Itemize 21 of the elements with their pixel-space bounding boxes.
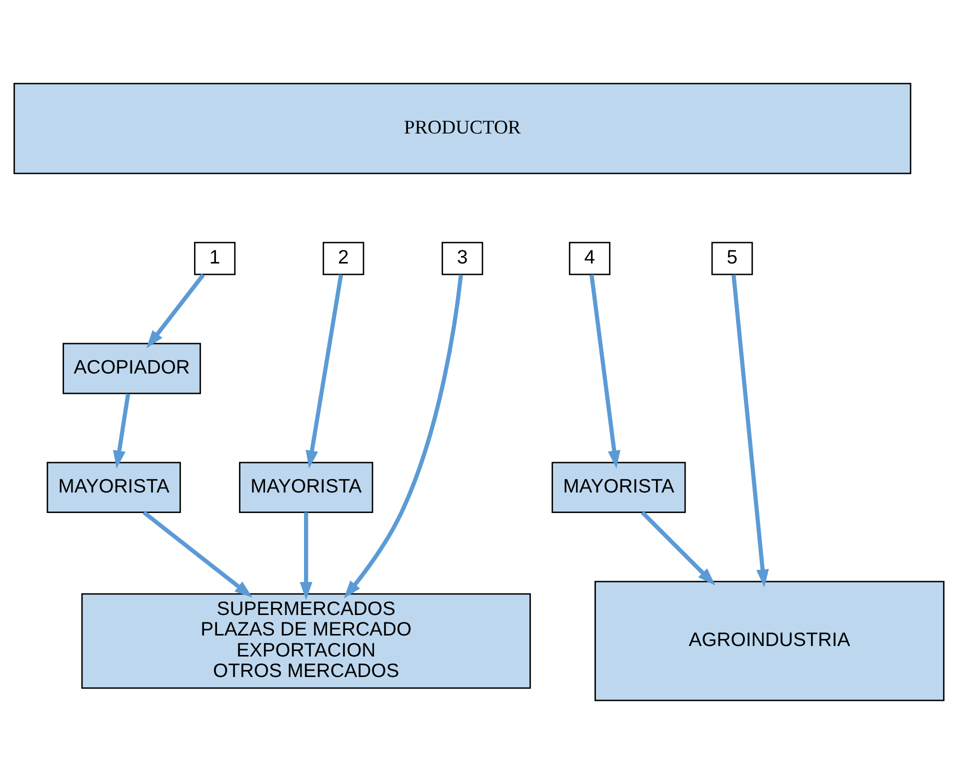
arrow <box>146 274 205 348</box>
node-box: 1 <box>194 242 236 276</box>
arrow <box>590 274 620 469</box>
node-box: 2 <box>322 242 364 276</box>
node-box: SUPERMERCADOS PLAZAS DE MERCADO EXPORTACION OTROS MERCADOS <box>81 593 531 689</box>
node-box: 5 <box>711 242 753 276</box>
node-box: MAYORISTA <box>46 462 181 514</box>
node-box: AGROINDUSTRIA <box>594 580 944 702</box>
arrow <box>344 274 463 599</box>
node-box: ACOPIADOR <box>62 342 201 394</box>
arrow <box>300 512 312 600</box>
node-box: 3 <box>442 242 484 276</box>
arrow <box>732 274 769 588</box>
node-box: MAYORISTA <box>239 462 374 514</box>
node-box: PRODUCTOR <box>14 82 912 174</box>
node-box: 4 <box>568 242 610 276</box>
arrow <box>142 510 253 598</box>
arrow <box>113 394 130 469</box>
arrow <box>306 274 344 469</box>
arrow <box>640 510 716 586</box>
node-box: MAYORISTA <box>552 462 686 514</box>
